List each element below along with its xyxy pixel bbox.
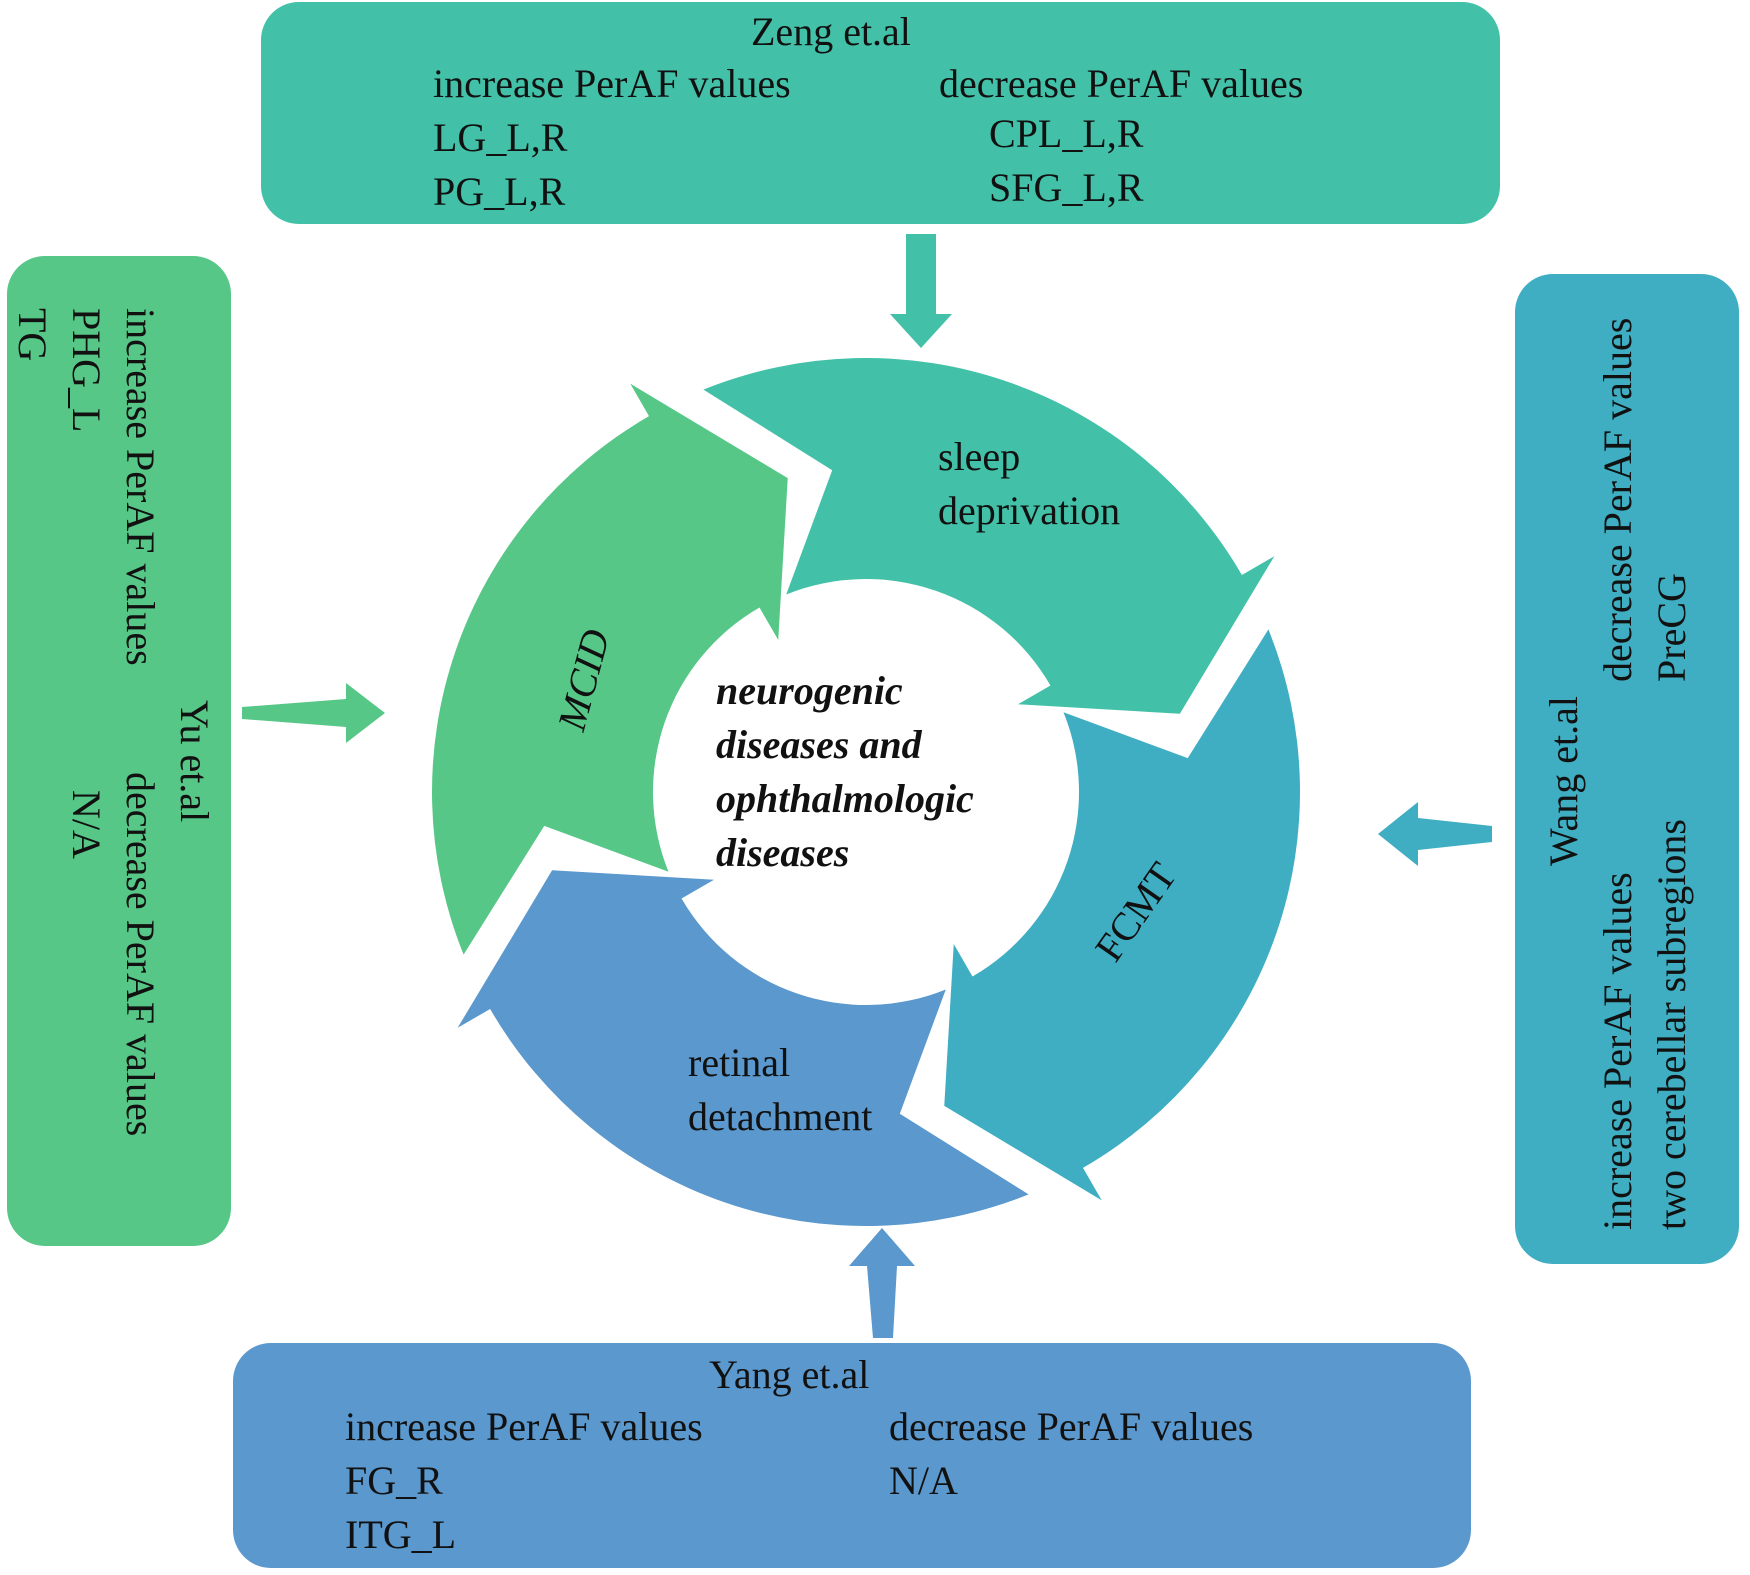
zeng-decrease-item: CPL_L,R [989,111,1144,156]
yang-increase-item: ITG_L [345,1512,457,1557]
zeng-increase-item: LG_L,R [433,115,568,160]
mcid-segment [432,383,788,955]
yang-decrease-item: N/A [889,1458,958,1503]
yang-title: Yang et.al [709,1352,870,1397]
zeng-title: Zeng et.al [751,9,911,54]
zeng-decrease-item: SFG_L,R [989,165,1144,210]
arrow-from-zeng [890,234,952,348]
center-line: diseases [716,830,850,875]
yang-increase-item: FG_R [345,1458,443,1503]
yu-panel [7,256,231,1246]
center-line: neurogenic [716,668,903,713]
zeng-increase-item: PG_L,R [433,169,566,214]
retinal-detachment-segment [457,870,1029,1226]
fcmt-segment [944,629,1300,1201]
sleep-deprivation-segment [703,358,1275,714]
sleep-deprivation-label: sleep deprivation [938,434,1121,533]
yang-decrease-heading: decrease PerAF values [889,1404,1254,1449]
zeng-panel: Zeng et.al increase PerAF values decreas… [261,2,1500,224]
arrow-from-yang [849,1228,915,1338]
arrow-from-yu [242,683,385,743]
zeng-decrease-heading: decrease PerAF values [939,61,1304,106]
center-line: diseases and [716,722,922,767]
center-label: neurogenic diseases and ophthalmologic d… [716,664,974,880]
yang-panel: Yang et.al increase PerAF values decreas… [233,1343,1471,1568]
wang-panel [1515,274,1739,1264]
zeng-increase-heading: increase PerAF values [433,61,791,106]
retinal-detachment-label: retinal detachment [688,1040,873,1139]
arrow-from-wang [1378,802,1492,866]
center-line: ophthalmologic [716,776,974,821]
yang-increase-heading: increase PerAF values [345,1404,703,1449]
